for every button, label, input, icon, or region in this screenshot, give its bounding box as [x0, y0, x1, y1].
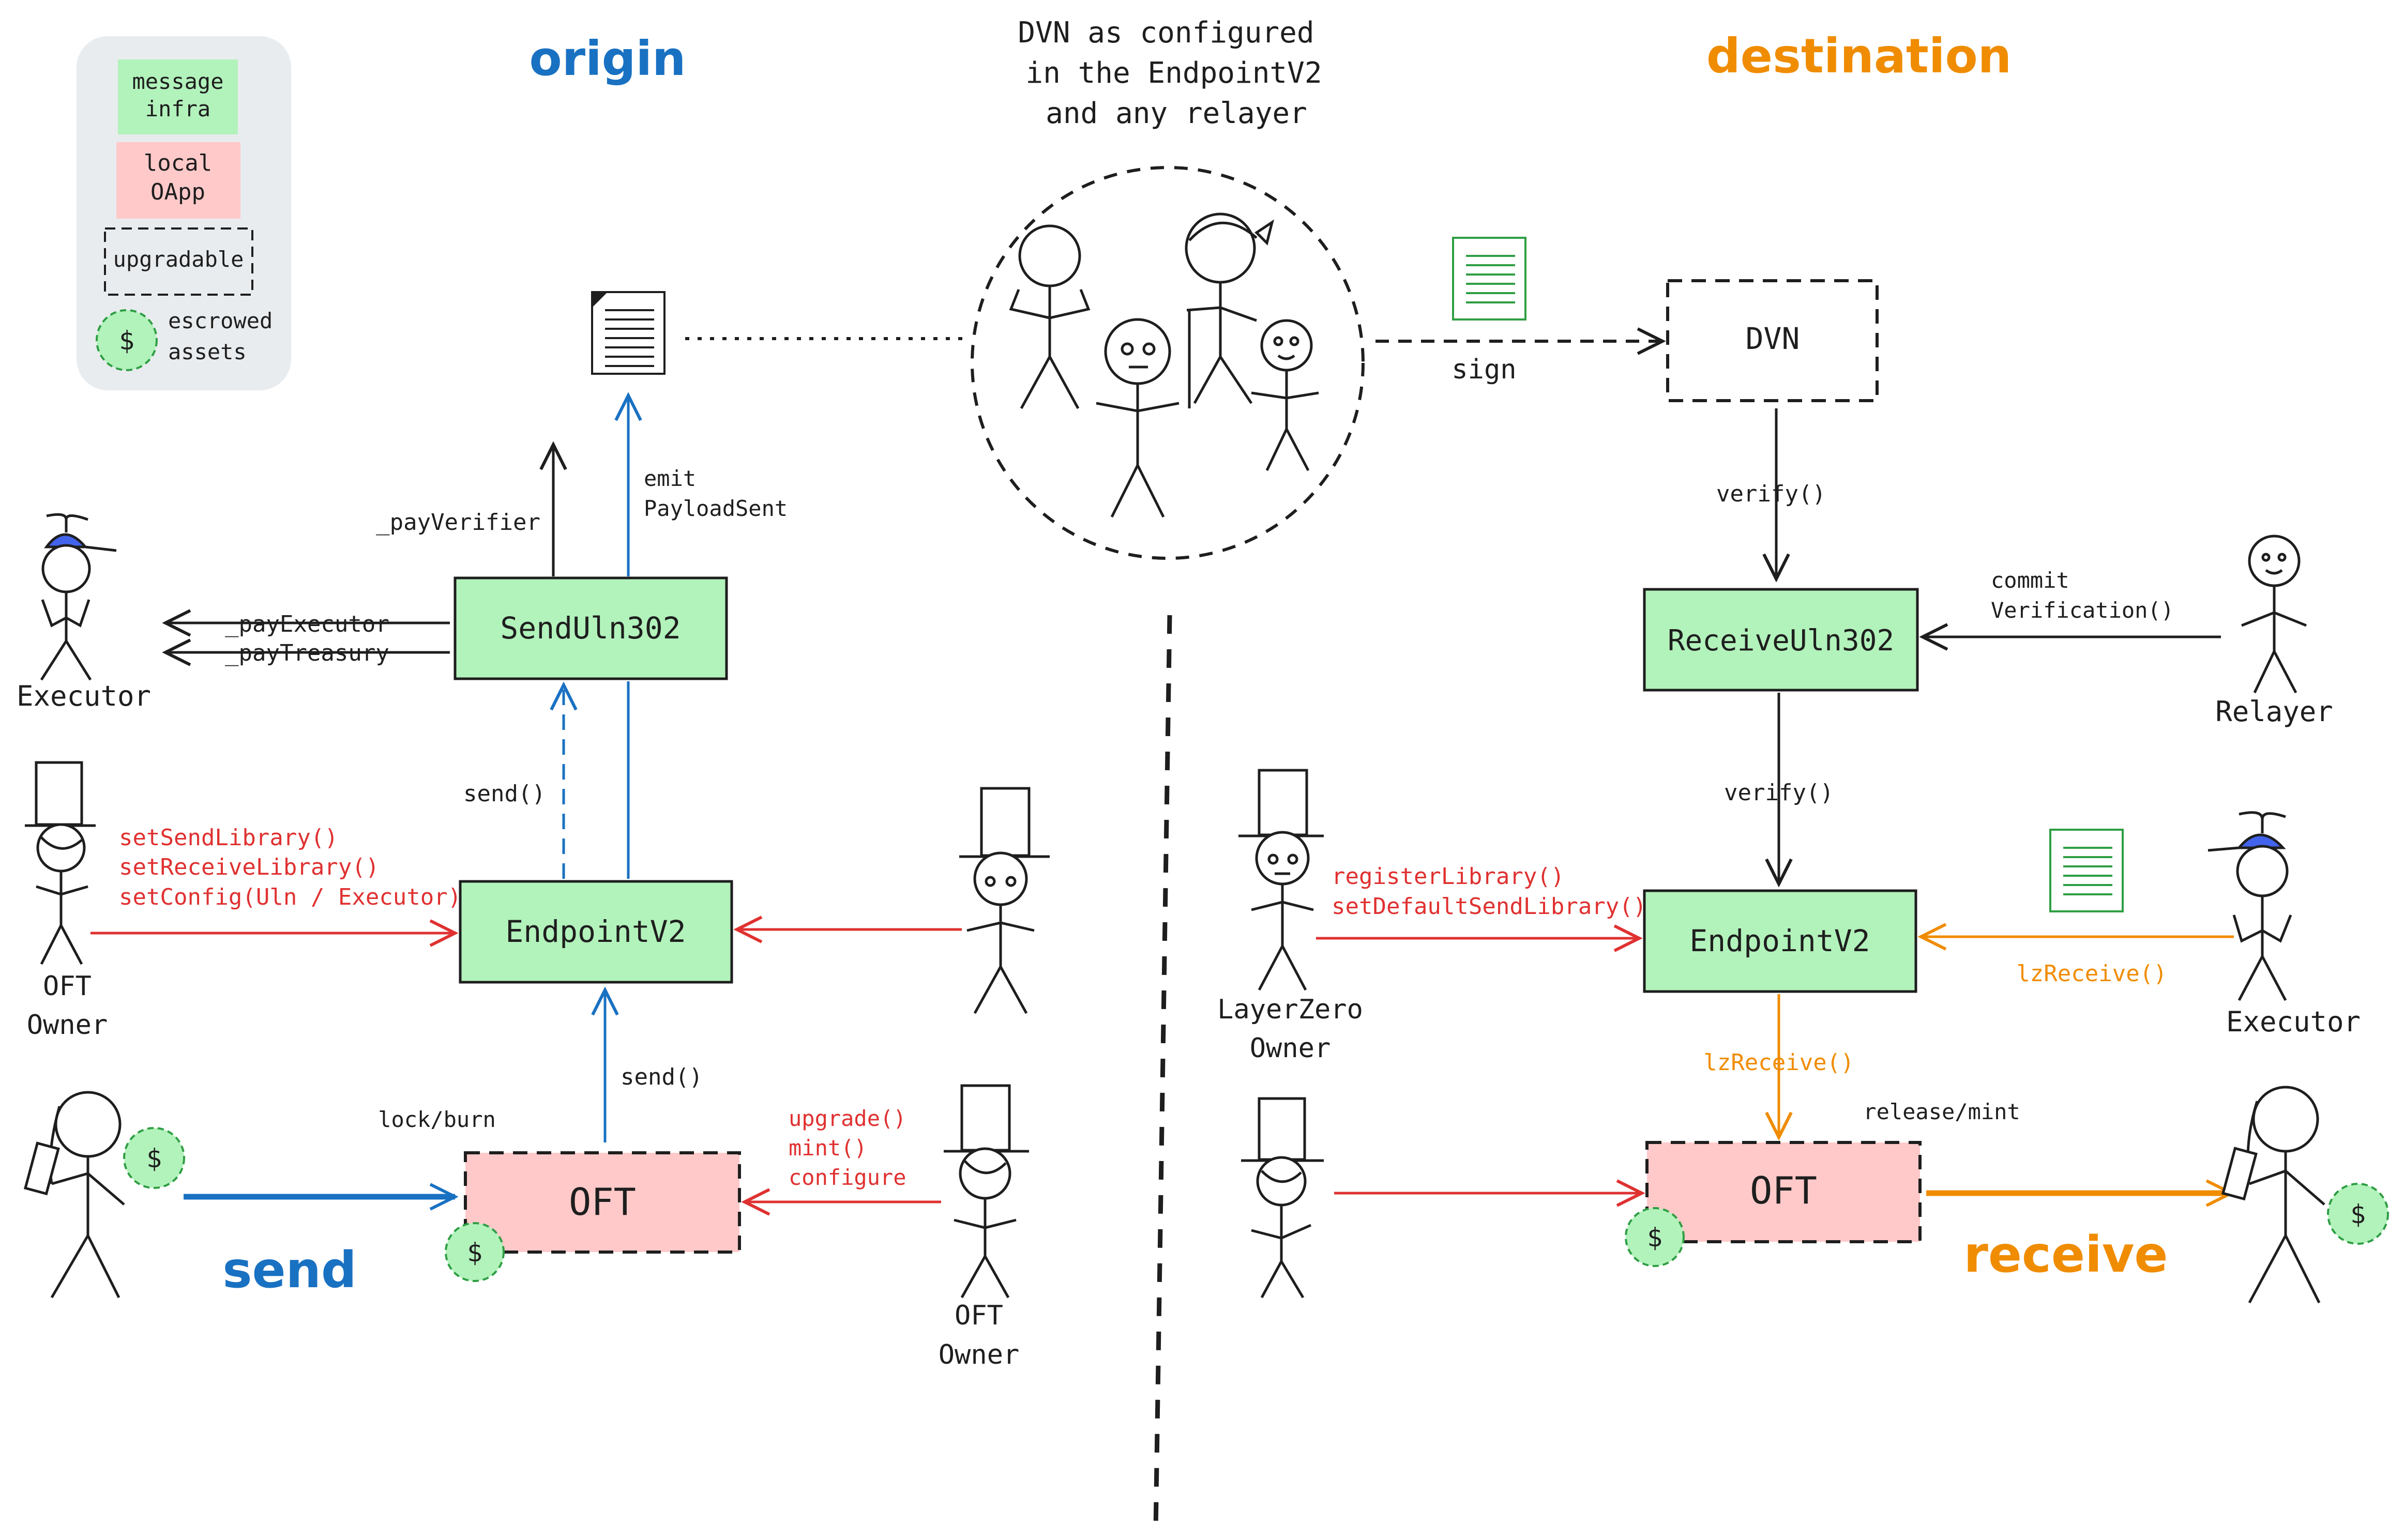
- oft-send-label: send(): [621, 1064, 703, 1090]
- emit-label-2: PayloadSent: [644, 496, 788, 521]
- commit-label-2: Verification(): [1991, 598, 2174, 623]
- origin-owner-call-2: setReceiveLibrary(): [119, 854, 379, 880]
- origin-oft-box: [464, 1151, 741, 1254]
- origin-endpoint-label: EndpointV2: [505, 914, 686, 949]
- send-uln-box: [453, 576, 728, 680]
- dvn-person-3-icon: [1185, 212, 1274, 408]
- dvn-caption-line-1: DVN as configured: [1018, 16, 1314, 50]
- origin-user-person-icon: [23, 1091, 125, 1299]
- origin-oft-label: OFT: [569, 1180, 636, 1224]
- origin-escrow-icon: [445, 1222, 505, 1282]
- origin-owner-label-2: Owner: [27, 1010, 108, 1041]
- destination-heading: destination: [1706, 28, 2012, 84]
- dvn-circle: [971, 166, 1365, 560]
- origin-escrow-glyph: $: [467, 1238, 482, 1268]
- lz-owner-person-icon: [1238, 769, 1324, 991]
- origin-endpoint-box: [459, 880, 733, 984]
- dvn-group: [971, 166, 1365, 560]
- dest-escrow-glyph: $: [1647, 1223, 1662, 1253]
- legend-infra-label-1: message: [132, 69, 223, 94]
- pay-verifier-label: _payVerifier: [376, 509, 540, 536]
- legend-oapp-label-2: OApp: [150, 179, 205, 205]
- payload-document-icon: [591, 291, 666, 375]
- upgrade-call-3: configure: [789, 1165, 906, 1190]
- dest-oft-label: OFT: [1750, 1169, 1817, 1212]
- origin-user-coin-glyph: $: [146, 1143, 162, 1173]
- send-uln-label: SendUln302: [500, 611, 681, 646]
- upgrade-call-2: mint(): [789, 1135, 867, 1161]
- legend-dollar-glyph: $: [119, 326, 134, 356]
- origin-executor-label: Executor: [17, 680, 151, 712]
- dest-user-coin-icon: [2327, 1183, 2389, 1245]
- uln-verify-label: verify(): [1724, 780, 1834, 806]
- origin-admin-person-icon: [959, 787, 1050, 1014]
- receive-uln-box: [1643, 588, 1919, 692]
- executor-lzreceive-label: lzReceive(): [2016, 960, 2167, 987]
- send-word: send: [222, 1241, 356, 1299]
- legend-infra-label-2: infra: [145, 96, 210, 121]
- origin-user-coin-icon: [123, 1127, 185, 1189]
- origin-owner-call-1: setSendLibrary(): [119, 825, 338, 851]
- lz-owner-call-2: setDefaultSendLibrary(): [1332, 893, 1646, 920]
- receive-uln-label: ReceiveUln302: [1668, 624, 1894, 658]
- sign-label: sign: [1452, 354, 1516, 385]
- relayer-label: Relayer: [2215, 695, 2333, 728]
- dvn-person-1-icon: [1009, 224, 1091, 409]
- chain-divider: [1153, 615, 1172, 1531]
- endpoint-lzreceive-label: lzReceive(): [1703, 1049, 1854, 1076]
- dest-executor-person-icon: [2208, 811, 2292, 1001]
- dest-endpoint-box: [1643, 889, 1917, 993]
- origin-owner2-label-1: OFT: [955, 1300, 1003, 1331]
- relayer-person-icon: [2241, 535, 2307, 694]
- dest-upgrader-person-icon: [1241, 1097, 1324, 1299]
- legend-upgradable-label: upgradable: [113, 247, 244, 272]
- release-mint-label: release/mint: [1863, 1099, 2020, 1124]
- commit-label-1: commit: [1991, 568, 2069, 593]
- dest-executor-label: Executor: [2226, 1005, 2361, 1038]
- signed-document-icon: [1452, 237, 1526, 321]
- dvn-box: [1666, 279, 1879, 402]
- dest-endpoint-label: EndpointV2: [1689, 923, 1870, 958]
- lz-owner-label-1: LayerZero: [1217, 994, 1363, 1025]
- dvn-person-2-icon: [1096, 318, 1180, 518]
- origin-upgrader-person-icon: [944, 1084, 1029, 1299]
- legend: message infra local OApp upgradable $ es…: [77, 36, 291, 390]
- lock-burn-label: lock/burn: [378, 1107, 496, 1132]
- dest-user-coin-glyph: $: [2350, 1199, 2366, 1229]
- legend-infra-swatch: [118, 59, 238, 134]
- emit-label-1: emit: [644, 466, 696, 491]
- pay-treasury-label: _payTreasury: [225, 640, 389, 666]
- origin-executor-person-icon: [40, 513, 117, 681]
- origin-owner2-label-2: Owner: [939, 1339, 1020, 1370]
- executor-document-icon: [2049, 829, 2124, 912]
- dest-escrow-icon: [1625, 1207, 1685, 1267]
- receive-word: receive: [1963, 1226, 2168, 1284]
- origin-owner-label-1: OFT: [43, 971, 92, 1002]
- dest-user-person-icon: [2221, 1086, 2325, 1304]
- dvn-caption-line-3: and any relayer: [1046, 97, 1307, 130]
- dvn-box-label: DVN: [1746, 321, 1800, 356]
- dest-oft-box: [1645, 1141, 1922, 1243]
- dvn-verify-label: verify(): [1716, 481, 1826, 507]
- pay-executor-label: _payExecutor: [225, 611, 389, 637]
- legend-oapp-label-1: local: [144, 150, 212, 176]
- upgrade-call-1: upgrade(): [789, 1106, 906, 1131]
- send-to-uln-label: send(): [463, 781, 546, 807]
- origin-heading: origin: [530, 31, 686, 86]
- legend-escrowed-label-2: assets: [168, 339, 247, 364]
- dvn-caption-line-2: in the EndpointV2: [1025, 56, 1322, 90]
- origin-owner-person-icon: [25, 761, 96, 965]
- dvn-person-4-icon: [1251, 319, 1319, 471]
- lz-owner-label-2: Owner: [1250, 1033, 1331, 1064]
- lz-owner-call-1: registerLibrary(): [1332, 863, 1564, 890]
- legend-upgradable-swatch: [104, 227, 253, 296]
- legend-dollar-icon: [96, 309, 158, 371]
- legend-escrowed-label-1: escrowed: [168, 308, 273, 333]
- legend-oapp-swatch: [116, 142, 240, 219]
- origin-owner-call-3: setConfig(Uln / Executor): [119, 884, 461, 910]
